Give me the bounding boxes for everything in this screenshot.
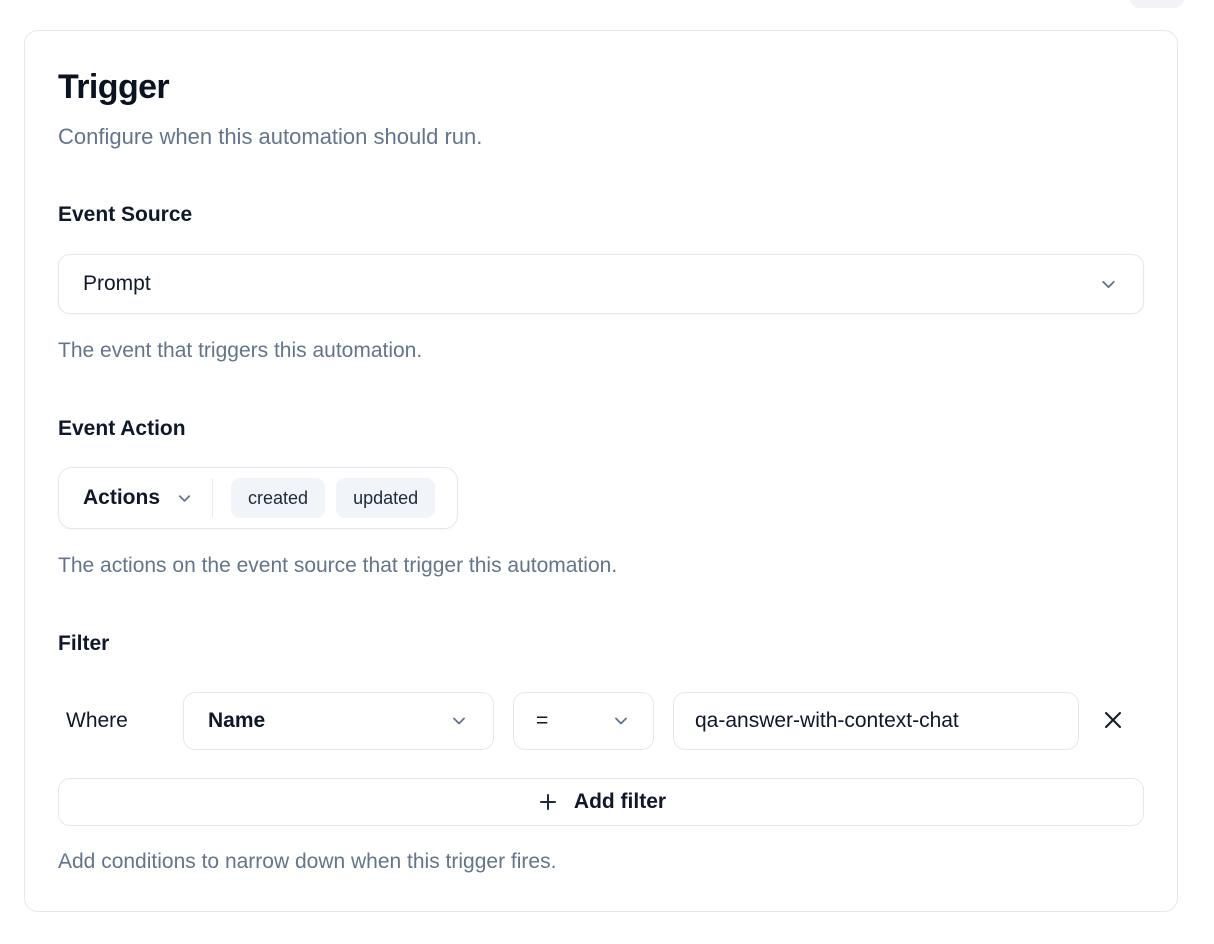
plus-icon — [536, 790, 560, 814]
page-title: Trigger — [58, 68, 170, 106]
actions-dropdown[interactable]: Actions — [83, 486, 194, 510]
filter-field-value: Name — [208, 709, 266, 732]
action-chip-updated[interactable]: updated — [336, 478, 436, 518]
chevron-down-icon — [611, 711, 631, 731]
filter-label: Filter — [58, 632, 110, 655]
vertical-divider — [212, 479, 214, 517]
close-icon — [1101, 708, 1125, 735]
event-source-label: Event Source — [58, 203, 193, 226]
actions-dropdown-label: Actions — [83, 486, 161, 509]
filter-field-select[interactable]: Name — [183, 692, 494, 750]
chevron-down-icon — [449, 711, 469, 731]
chevron-down-icon — [175, 489, 194, 508]
page-subtitle: Configure when this automation should ru… — [58, 124, 483, 149]
chevron-down-icon — [1098, 274, 1119, 295]
filter-help: Add conditions to narrow down when this … — [58, 850, 557, 873]
event-action-label: Event Action — [58, 417, 186, 440]
action-chip-created[interactable]: created — [231, 478, 326, 518]
remove-filter-button[interactable] — [1098, 706, 1128, 736]
cropped-element-top-right — [1130, 0, 1184, 8]
filter-value-input[interactable] — [673, 692, 1079, 750]
event-action-control: Actions created updated — [58, 467, 459, 529]
event-source-select[interactable]: Prompt — [58, 254, 1144, 314]
event-action-help: The actions on the event source that tri… — [58, 554, 618, 577]
where-label: Where — [66, 709, 128, 732]
trigger-card: Trigger Configure when this automation s… — [24, 30, 1178, 912]
event-source-help: The event that triggers this automation. — [58, 339, 423, 362]
filter-operator-value: = — [536, 709, 549, 732]
add-filter-button[interactable]: Add filter — [58, 778, 1144, 826]
filter-rule-row: Where Name = — [58, 692, 1144, 750]
add-filter-label: Add filter — [573, 790, 667, 813]
filter-operator-select[interactable]: = — [513, 692, 654, 750]
event-source-value: Prompt — [83, 272, 151, 295]
